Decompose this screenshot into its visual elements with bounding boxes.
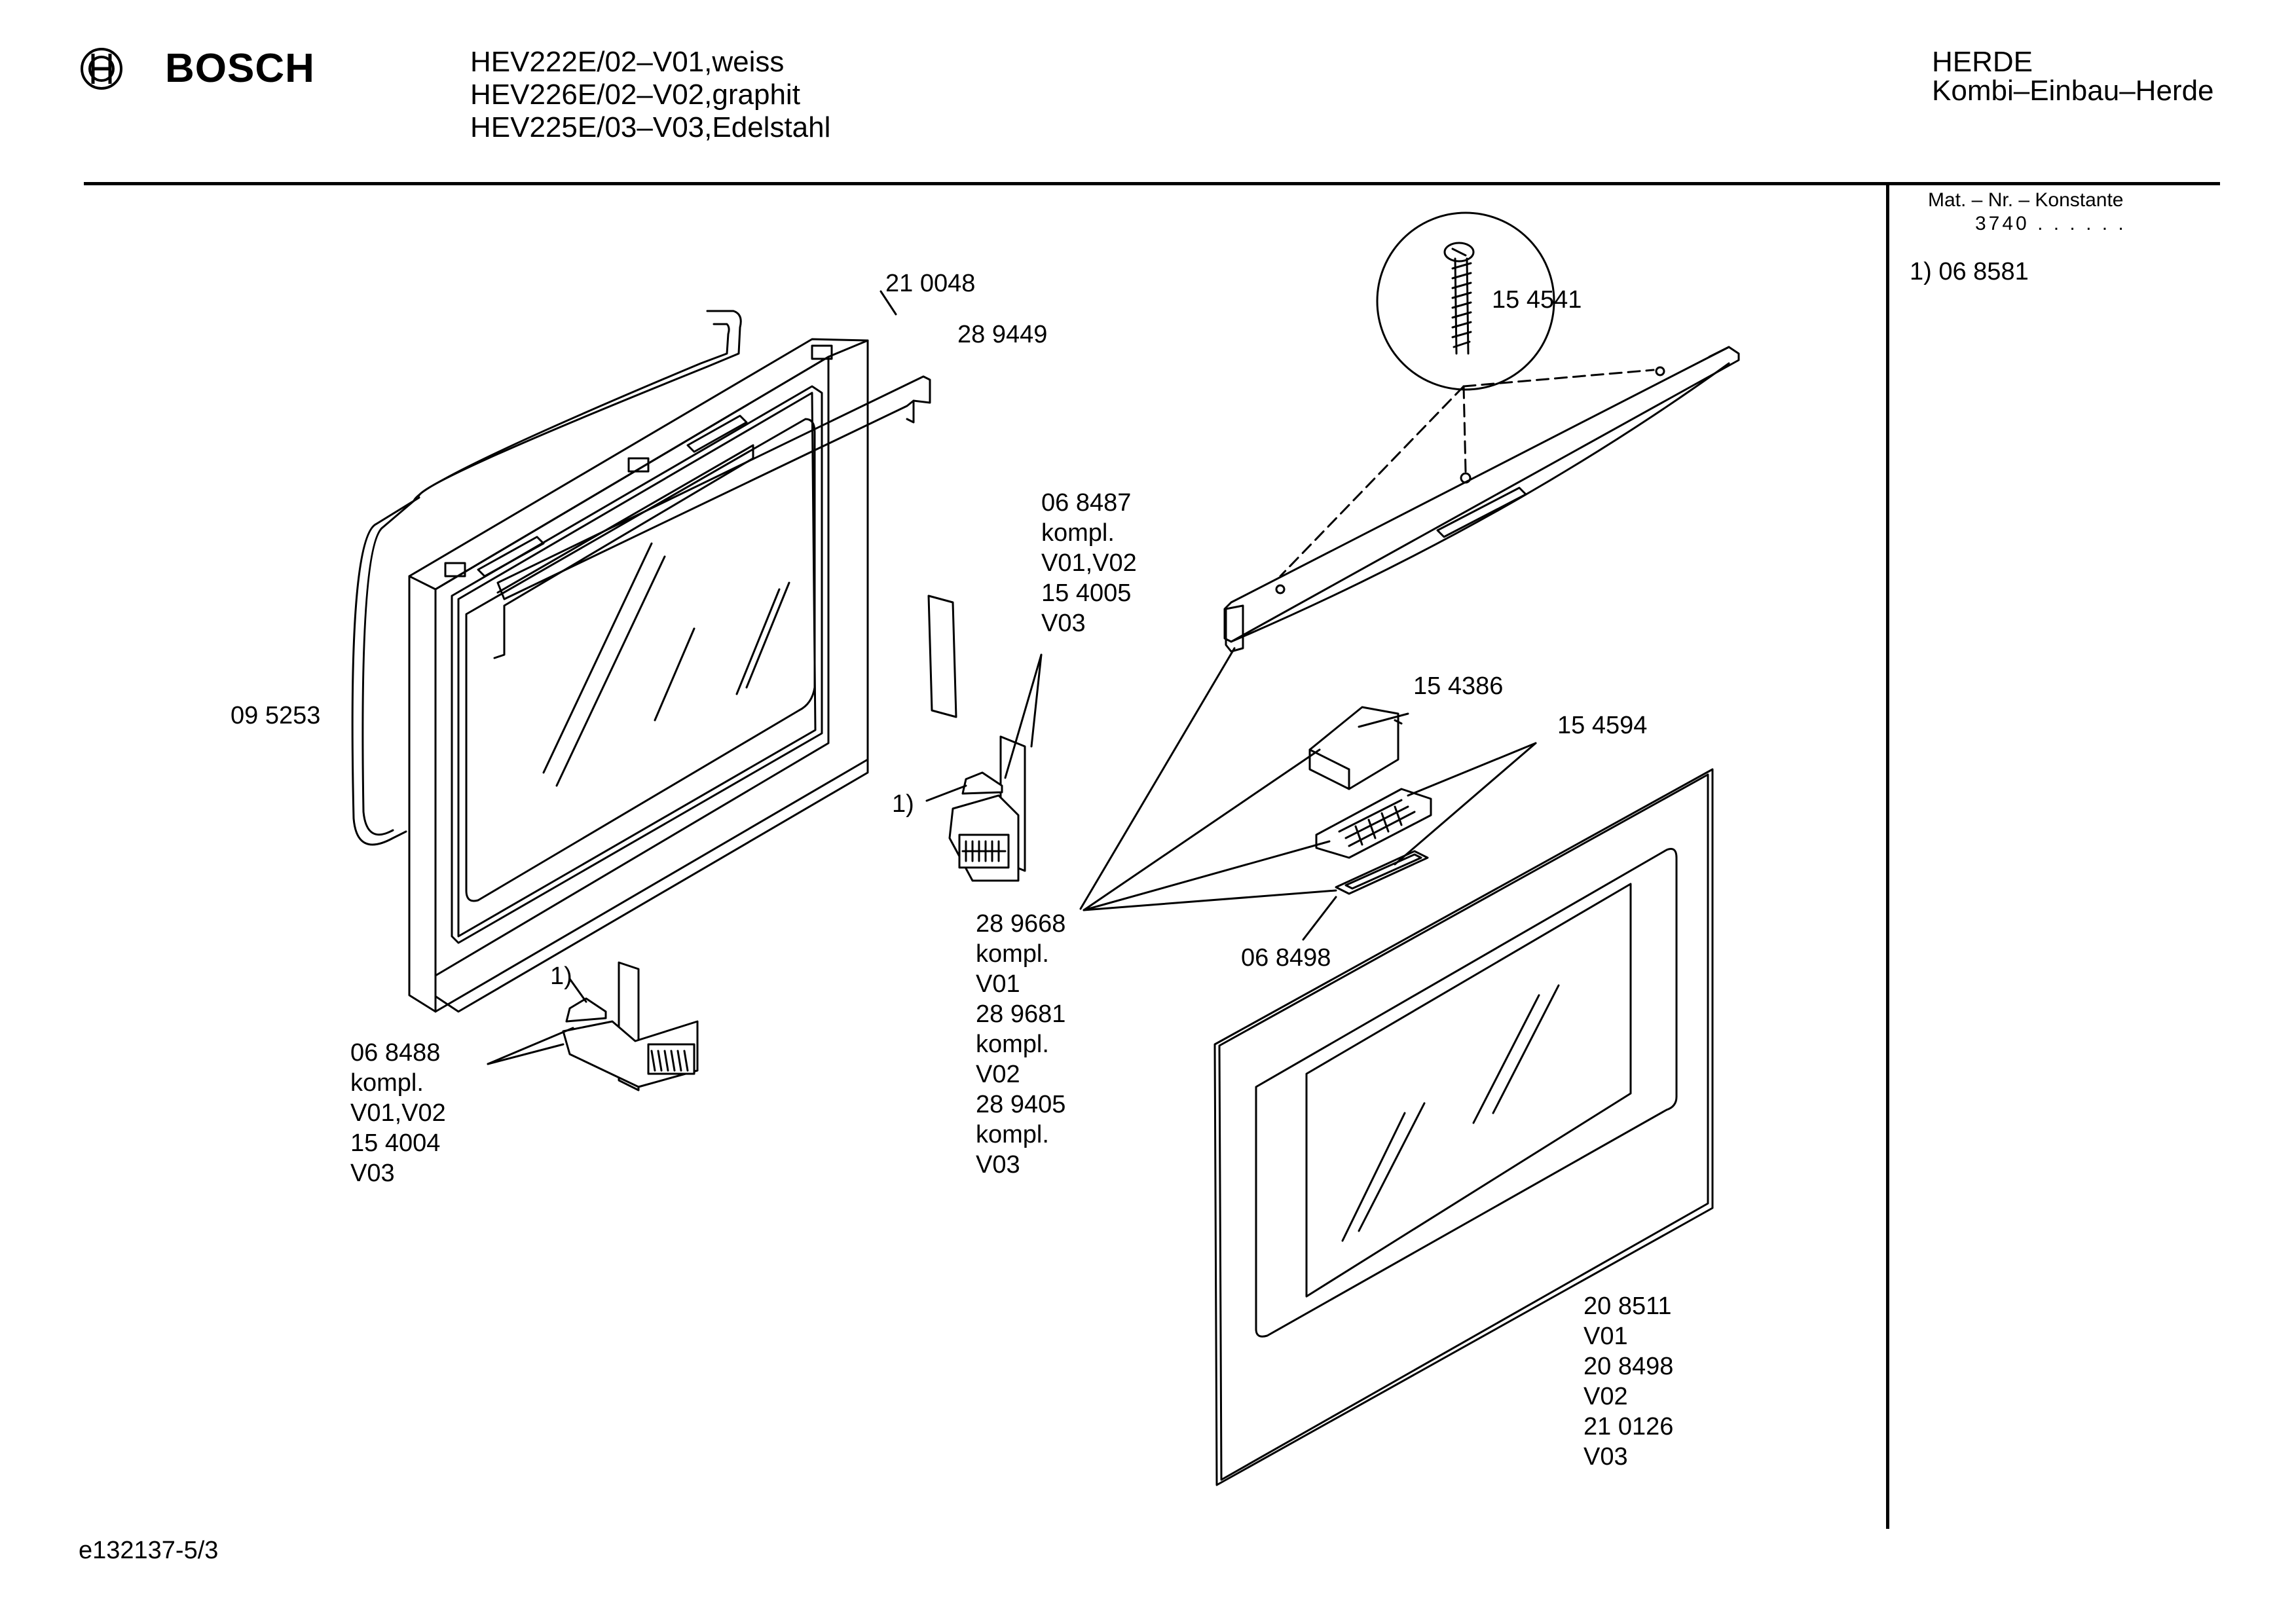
outer-glass-line: V03 bbox=[1583, 1443, 1628, 1471]
handle-line: kompl. bbox=[976, 940, 1049, 968]
handle-line: 28 9405 bbox=[976, 1091, 1066, 1118]
outer-glass-line: 21 0126 bbox=[1583, 1413, 1674, 1440]
door-handle bbox=[1225, 347, 1739, 651]
side-panel-title: Mat. – Nr. – Konstante bbox=[1928, 189, 2124, 211]
outer-glass-line: V01 bbox=[1583, 1323, 1628, 1350]
ref1-leader-left bbox=[570, 979, 586, 1002]
hinge-right-leader-2 bbox=[1005, 655, 1041, 778]
hinge-right-line: 06 8487 bbox=[1041, 489, 1132, 517]
header-rule bbox=[84, 182, 2220, 185]
hinge-right-line: V03 bbox=[1041, 610, 1086, 637]
label-grille: 15 4594 bbox=[1557, 712, 1648, 739]
inner-door-frame bbox=[409, 339, 868, 1012]
bosch-armature-icon bbox=[81, 48, 122, 90]
hinge-right-line: 15 4005 bbox=[1041, 579, 1132, 607]
handle-kit-leaders bbox=[1084, 743, 1536, 940]
hinge-right-line: kompl. bbox=[1041, 519, 1115, 547]
outer-glass-line: 20 8511 bbox=[1583, 1292, 1672, 1320]
label-ref-mark-left: 1) bbox=[550, 962, 572, 990]
label-glass-bracket: 28 9449 bbox=[957, 321, 1048, 348]
hinge-left-line: 06 8488 bbox=[350, 1039, 441, 1067]
handle-line: 28 9668 bbox=[976, 910, 1066, 938]
model-line-2: HEV226E/02–V02,graphit bbox=[470, 79, 800, 111]
document-id: e132137-5/3 bbox=[79, 1537, 219, 1564]
ref1-leader-right bbox=[927, 786, 966, 801]
hinge-left-line: 15 4004 bbox=[350, 1129, 441, 1157]
hinge-left bbox=[563, 962, 697, 1090]
bosch-logo bbox=[79, 46, 124, 95]
label-screw: 15 4541 bbox=[1492, 286, 1582, 314]
label-handle: 28 9668 kompl. V01 28 9681 kompl. V02 28… bbox=[976, 909, 1065, 1180]
label-handle-cap: 15 4386 bbox=[1413, 672, 1504, 700]
label-outer-glass: 20 8511 V01 20 8498 V02 21 0126 V03 bbox=[1583, 1291, 1673, 1472]
model-line-1: HEV222E/02–V01,weiss bbox=[470, 46, 785, 78]
cap-leader bbox=[1359, 714, 1408, 727]
model-line-3: HEV225E/03–V03,Edelstahl bbox=[470, 111, 831, 143]
side-panel-note: 1) 06 8581 bbox=[1910, 258, 2029, 285]
frame-leader-tick bbox=[881, 291, 896, 314]
screw-dashed-leaders bbox=[1280, 370, 1654, 576]
handle-line: 28 9681 bbox=[976, 1000, 1066, 1028]
glass-bracket bbox=[498, 376, 930, 599]
hinge-left-leader-2 bbox=[488, 1044, 563, 1064]
label-ref-mark-right: 1) bbox=[892, 790, 914, 818]
handle-line: kompl. bbox=[976, 1121, 1049, 1148]
hinge-right-line: V01,V02 bbox=[1041, 549, 1137, 577]
category-subtitle: Kombi–Einbau–Herde bbox=[1932, 75, 2214, 107]
hinge-left-leader bbox=[488, 1028, 573, 1064]
handle-leader bbox=[1081, 648, 1234, 909]
outer-glass-panel bbox=[1215, 769, 1713, 1485]
side-panel-divider bbox=[1886, 183, 1889, 1529]
screw-detail bbox=[1377, 213, 1554, 390]
label-hinge-right: 06 8487 kompl. V01,V02 15 4005 V03 bbox=[1041, 488, 1137, 638]
outer-glass-line: 20 8498 bbox=[1583, 1353, 1674, 1380]
hinge-left-line: V03 bbox=[350, 1160, 395, 1187]
side-panel-constant: 3740 . . . . . . bbox=[1975, 213, 2126, 234]
grille-insert bbox=[1336, 851, 1428, 894]
hinge-left-line: V01,V02 bbox=[350, 1099, 446, 1127]
hinge-right-leader bbox=[1031, 655, 1041, 746]
hinge-right bbox=[929, 596, 1025, 881]
handle-line: kompl. bbox=[976, 1031, 1049, 1058]
label-hinge-left: 06 8488 kompl. V01,V02 15 4004 V03 bbox=[350, 1038, 446, 1188]
handle-line: V01 bbox=[976, 970, 1020, 998]
handle-line: V02 bbox=[976, 1061, 1020, 1088]
label-seal: 09 5253 bbox=[231, 702, 321, 729]
handle-line: V03 bbox=[976, 1151, 1020, 1179]
label-inner-frame: 21 0048 bbox=[885, 270, 976, 297]
category-title: HERDE bbox=[1932, 46, 2033, 78]
hinge-left-line: kompl. bbox=[350, 1069, 424, 1097]
door-seal bbox=[352, 311, 741, 845]
label-grille-insert: 06 8498 bbox=[1241, 944, 1331, 972]
outer-glass-line: V02 bbox=[1583, 1383, 1628, 1410]
grille bbox=[1316, 789, 1431, 858]
brand-name: BOSCH bbox=[165, 46, 315, 91]
